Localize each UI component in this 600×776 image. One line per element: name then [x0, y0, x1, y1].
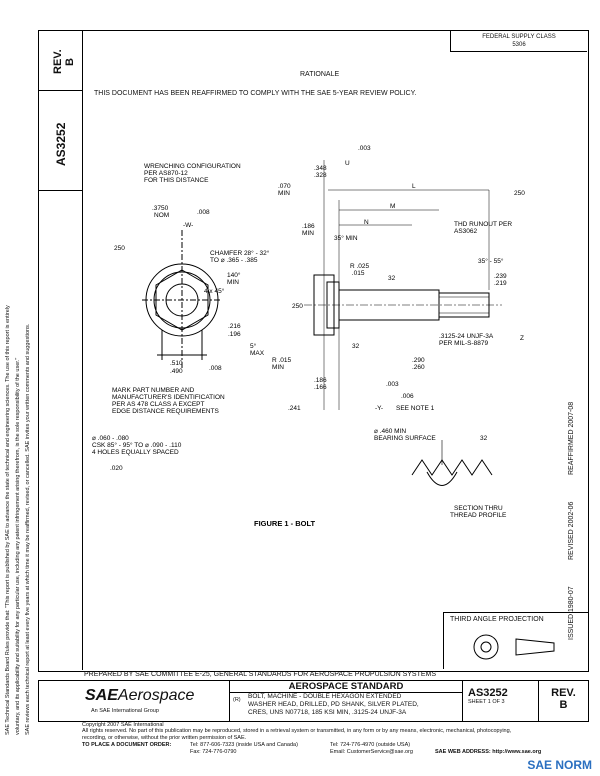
doc-number-box: AS3252: [38, 90, 82, 191]
standard-title: AEROSPACE STANDARD: [230, 681, 462, 693]
rights-text: All rights reserved. No part of this pub…: [82, 728, 512, 734]
doc-number-vertical: AS3252: [54, 122, 68, 166]
angle-35-55: 35° - 55°: [478, 257, 504, 265]
dim-L: L: [412, 183, 416, 190]
copyright: Copyright 2007 SAE International: [82, 722, 164, 728]
r-marker: (R): [233, 697, 241, 703]
dim-239: .239.219: [494, 273, 507, 287]
angle-35: 35° MIN: [334, 234, 358, 242]
thread-section: [411, 440, 493, 486]
third-angle-box: THIRD ANGLE PROJECTION: [443, 612, 588, 669]
rationale-text: THIS DOCUMENT HAS BEEN REAFFIRMED TO COM…: [94, 90, 417, 97]
revised-date: REVISED 2002-06: [568, 501, 575, 560]
sheet-number: SHEET 1 OF 3: [468, 699, 505, 705]
dim-250-c: 250: [292, 303, 303, 310]
datum-w: -W-: [183, 222, 193, 229]
title-center: AEROSPACE STANDARD (R) BOLT, MACHINE - D…: [229, 681, 463, 721]
logo-text: Aerospace: [117, 687, 195, 704]
tol-008y: .008: [209, 365, 222, 372]
dim-N: N: [364, 219, 369, 226]
fcf-006: .006: [401, 393, 414, 400]
dim-490: .490: [170, 368, 183, 375]
angle-140: 140°MIN: [227, 271, 241, 286]
rev-footer-label: REV.: [551, 687, 576, 699]
dim-348: .348.328: [314, 165, 327, 179]
tel: Tel: 877-606-7323 (inside USA and Canada…: [190, 742, 298, 748]
federal-supply-class: FEDERAL SUPPLY CLASS 5306: [450, 30, 587, 52]
doc-number-footer: AS3252: [468, 687, 508, 699]
web-address: SAE WEB ADDRESS: http://www.sae.org: [435, 749, 542, 755]
rights-text-2: recording, or otherwise, without the pri…: [82, 735, 247, 741]
nom-label: NOM: [154, 212, 169, 219]
prepared-by: PREPARED BY SAE COMMITTEE E-25, GENERAL …: [84, 671, 437, 678]
datum-y: -Y-: [375, 405, 383, 412]
figure-title: FIGURE 1 - BOLT: [254, 519, 316, 528]
see-note: SEE NOTE 1: [396, 405, 435, 412]
angle-5: 5°MAX: [250, 342, 265, 357]
title-strip: [38, 30, 83, 670]
margin-text-1: SAE Technical Standards Board Rules prov…: [5, 305, 11, 735]
margin-text-2: voluntary, and its applicability and sui…: [15, 357, 21, 735]
rev-label: REV.: [52, 49, 64, 74]
nom-dim: .3750: [152, 205, 169, 212]
rev-footer-value: B: [559, 699, 568, 711]
dim-196: .196: [228, 331, 241, 338]
dim-241: .241: [288, 405, 301, 412]
side-view: [304, 160, 502, 410]
rev-block: REV. B: [539, 681, 588, 721]
fcf-003: .003: [386, 381, 399, 388]
chamfer-label: CHAMFER 28° - 32°TO ⌀ .365 - .385: [210, 249, 270, 264]
tel-2: Tel: 724-776-4970 (outside USA): [330, 742, 411, 748]
holes-fcf: .020: [110, 465, 123, 472]
drawing-frame: [38, 30, 589, 672]
description: BOLT, MACHINE - DOUBLE HEXAGON EXTENDED …: [248, 693, 419, 716]
dim-186b: .186.166: [314, 377, 327, 391]
hex-chamfer: 4 x 45°: [204, 287, 225, 295]
sae-logo: SAEAerospace: [85, 687, 195, 704]
dim-M: M: [390, 203, 395, 210]
margin-text-3: SAE reviews each technical report at lea…: [25, 323, 31, 735]
datum-u: U: [345, 160, 350, 167]
rev-box: REV. B: [38, 30, 82, 91]
dim-290: .290.260: [412, 357, 425, 371]
datum-z: Z: [520, 335, 524, 342]
logo-sub: An SAE International Group: [91, 708, 159, 714]
title-block: SAEAerospace An SAE International Group …: [38, 680, 589, 722]
doc-number-block: AS3252 SHEET 1 OF 3: [462, 681, 539, 721]
dim-510: .510: [170, 360, 183, 367]
fcf-top: .003: [358, 145, 371, 152]
third-angle-symbol: [473, 634, 555, 660]
order-label: TO PLACE A DOCUMENT ORDER:: [82, 742, 172, 748]
end-view: [142, 230, 222, 370]
nom-tol: .008: [197, 209, 210, 216]
dim-32-b: 32: [352, 343, 360, 350]
watermark: SAE NORM: [527, 758, 592, 772]
rev-value: B: [64, 58, 76, 66]
email: Email: CustomerService@sae.org: [330, 749, 413, 755]
dim-32-c: 32: [480, 435, 488, 442]
fsc-text: FEDERAL SUPPLY CLASS 5306: [482, 34, 556, 48]
rationale-title: RATIONALE: [300, 71, 340, 78]
third-angle-label: THIRD ANGLE PROJECTION: [450, 616, 544, 623]
r-025: R .025 .015: [350, 263, 370, 277]
dim-250-a: 250: [114, 245, 125, 252]
reaffirmed-date: REAFFIRMED 2007-08: [568, 401, 575, 475]
dim-216: .216: [228, 323, 241, 330]
dim-250-b: 250: [514, 190, 525, 197]
dim-32-a: 32: [388, 275, 396, 282]
fax: Fax: 724-776-0790: [190, 749, 237, 755]
